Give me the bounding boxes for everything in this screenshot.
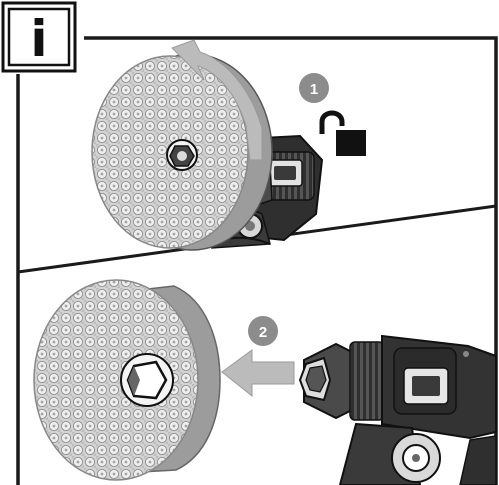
brush-bottom	[33, 279, 221, 481]
unlock-icon	[319, 110, 366, 156]
top-panel: 1	[91, 39, 366, 251]
info-badge-bg	[1, 1, 77, 73]
brush-top	[91, 53, 273, 251]
step-badge-2: 2	[248, 316, 278, 346]
svg-text:2: 2	[259, 324, 267, 341]
drill-bottom	[298, 334, 497, 485]
bottom-panel: 2	[33, 279, 497, 485]
step-badge-1: 1	[299, 73, 329, 103]
frame-top-edge	[84, 36, 498, 485]
rotate-arrow-icon	[171, 39, 263, 161]
insert-arrow-icon	[221, 349, 295, 398]
svg-text:1: 1	[310, 81, 318, 98]
info-icon: i	[30, 10, 47, 68]
info-badge: i	[1, 1, 77, 73]
brush-bottom-face	[33, 279, 199, 481]
